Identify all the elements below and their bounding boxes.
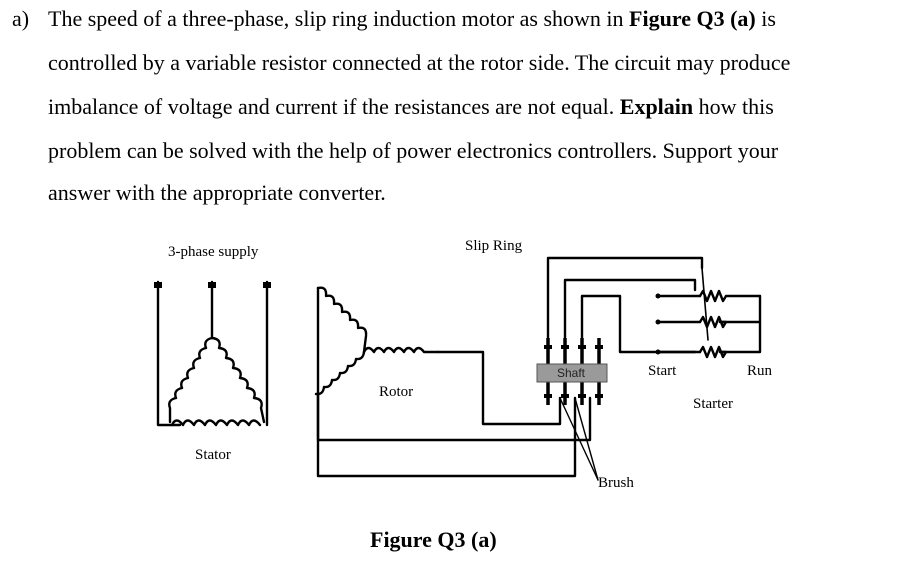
rotor-coil-right — [362, 346, 440, 354]
question-line-4: problem can be solved with the help of p… — [48, 138, 778, 164]
brush-contact — [595, 345, 603, 349]
question-line-3: imbalance of voltage and current if the … — [48, 94, 774, 120]
brush-contact — [561, 394, 569, 398]
resistor-1 — [698, 289, 762, 303]
rotor-wire-1 — [316, 286, 577, 478]
brush-contact — [578, 394, 586, 398]
rotor-wire-3 — [316, 392, 592, 442]
label-start: Start — [648, 363, 677, 379]
rotor-coil-top — [316, 286, 368, 354]
question-line-1: The speed of a three-phase, slip ring in… — [48, 6, 776, 32]
starter-arm — [701, 267, 709, 341]
label-brush: Brush — [598, 475, 634, 491]
text-segment-bold: Explain — [619, 94, 694, 119]
question-line-2: controlled by a variable resistor connec… — [48, 50, 790, 76]
starter-terminal — [655, 349, 661, 355]
text-segment: how this — [693, 94, 774, 119]
stator-coil-bottom — [170, 419, 262, 427]
starter-wire-1 — [546, 256, 704, 347]
label-run: Run — [747, 363, 773, 379]
text-segment: controlled by a variable resistor connec… — [48, 50, 791, 75]
starter-wire-3 — [580, 294, 697, 354]
stator-coil-right — [210, 336, 266, 424]
text-segment: problem can be solved with the help of p… — [48, 138, 779, 163]
brush-contact — [544, 345, 552, 349]
starter-terminal — [655, 319, 661, 325]
shaft — [536, 363, 608, 383]
label-stator: Stator — [195, 447, 231, 463]
question-line-5: answer with the appropriate converter. — [48, 180, 386, 206]
shaft-label: Shaft — [557, 366, 586, 380]
question-label: a) — [12, 6, 30, 31]
rotor-coil-bottom — [314, 350, 366, 396]
run-bus — [718, 294, 762, 354]
starter-wire-2 — [563, 278, 697, 347]
text-segment: The speed of a three-phase, slip ring in… — [48, 6, 630, 31]
supply-terminal — [208, 282, 216, 288]
supply-terminal — [263, 282, 271, 288]
label-slip-ring: Slip Ring — [465, 238, 523, 254]
label-rotor: Rotor — [379, 384, 414, 400]
supply-terminal — [154, 282, 162, 288]
text-segment-bold: Figure Q3 (a) — [629, 6, 756, 31]
label-supply: 3-phase supply — [168, 244, 259, 260]
brush-contact — [578, 345, 586, 349]
resistor-2 — [698, 315, 728, 329]
brush-contact — [595, 394, 603, 398]
brush-lead-1 — [574, 397, 599, 481]
brush-lead-2 — [559, 397, 599, 481]
rotor-wire-2 — [436, 350, 562, 426]
stator-coil-left — [168, 336, 214, 424]
label-starter: Starter — [693, 396, 733, 412]
figure-caption: Figure Q3 (a) — [370, 527, 497, 552]
text-segment: is — [755, 6, 776, 31]
brush-contact — [561, 345, 569, 349]
text-segment: answer with the appropriate converter. — [48, 180, 386, 205]
brush-contact — [544, 394, 552, 398]
resistor-3 — [698, 345, 728, 359]
text-segment: imbalance of voltage and current if the … — [48, 94, 620, 119]
starter-terminal — [655, 293, 661, 299]
